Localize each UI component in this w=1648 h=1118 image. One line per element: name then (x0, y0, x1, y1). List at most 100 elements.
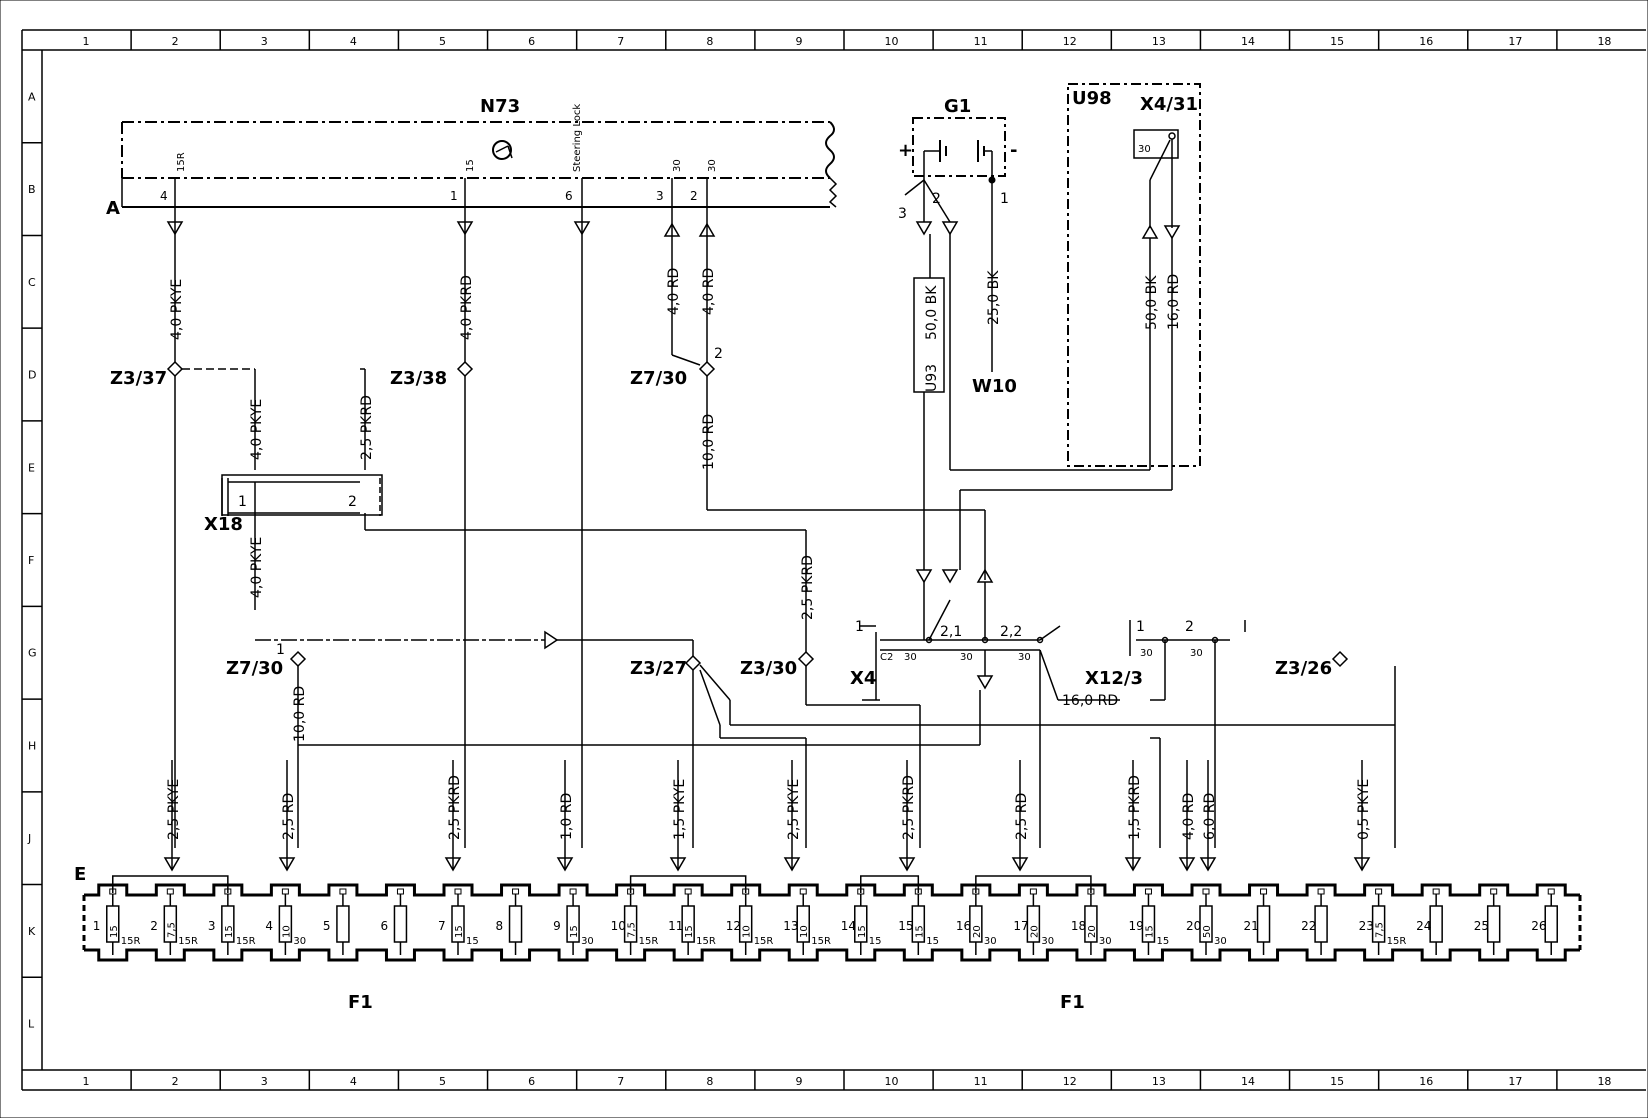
fuse-18-rating: 20 (1087, 925, 1098, 938)
grid-col-bottom-10: 10 (885, 1075, 899, 1088)
wire-z7-30-low: 10,0 RD (292, 686, 308, 742)
wire-z3-30-pkrd: 2,5 PKRD (800, 555, 816, 620)
fuse-17-number: 17 (1013, 919, 1028, 933)
fuse-19-rating: 15 (1144, 925, 1155, 938)
x18-pin-1: 1 (238, 494, 247, 510)
wiring (174, 234, 1396, 848)
fuse-feeder-label-11: 6,0 RD (1202, 793, 1218, 840)
fuse-feeder-wires: 2,5 PKYE 2,5 RD 2,5 PKRD 1,0 RD 1,5 PKYE 2,5 … (163, 760, 1372, 872)
fuse-24: 24 (1416, 888, 1443, 955)
w10-label: W10 (972, 376, 1017, 397)
fuse-feeder-11: 6,0 RD (1199, 760, 1218, 872)
n73-pin-1-signal: 15 (465, 159, 476, 172)
fuse-13-number: 13 (783, 919, 798, 933)
g1-wire-25bk: 25,0 BK (986, 270, 1002, 325)
x4-30a: 30 (904, 652, 917, 663)
grid-col-bottom-3: 3 (261, 1075, 268, 1088)
grid-col-top-1: 1 (83, 35, 90, 48)
grid-col-bottom-8: 8 (706, 1075, 713, 1088)
fuse-feeder-3: 2,5 PKRD (444, 760, 463, 872)
fuse-3-terminal: 15R (236, 936, 256, 947)
fuse-13-terminal: 15R (811, 936, 831, 947)
grid-row-E: E (28, 461, 35, 474)
u98-wire-50bk: 50,0 BK (1144, 275, 1160, 330)
fuse-12-terminal: 15R (754, 936, 774, 947)
wire-x18-loop-pkrd: 2,5 PKRD (359, 395, 375, 460)
fuse-18-terminal: 30 (1099, 936, 1112, 947)
fuse-20-terminal: 30 (1214, 936, 1227, 947)
fuse-feeder-5: 1,5 PKYE (669, 760, 688, 872)
u98-box (1067, 83, 1201, 484)
g1-arrows (915, 221, 959, 236)
grid-col-top-13: 13 (1152, 35, 1166, 48)
fuse-14-number: 14 (841, 919, 856, 933)
grid-row-D: D (28, 369, 36, 382)
fuse-22-number: 22 (1301, 919, 1316, 933)
fuse-25: 25 (1474, 888, 1501, 955)
fuse-19-terminal: 15 (1156, 936, 1169, 947)
x4-pin-22: 2,2 (1000, 624, 1022, 640)
grid-row-F: F (28, 554, 34, 567)
fuse-feeder-label-8: 2,5 RD (1014, 793, 1030, 840)
fuse-feeder-1: 2,5 PKYE (163, 760, 182, 872)
grid-row-B: B (28, 183, 36, 196)
fuse-feeder-9: 1,5 PKRD (1124, 760, 1143, 872)
fuse-feeder-label-4: 1,0 RD (559, 793, 575, 840)
fuse-26-number: 26 (1531, 919, 1546, 933)
fuse-7-terminal: 15 (466, 936, 479, 947)
x4-30b: 30 (960, 652, 973, 663)
wire-x18-down: 4,0 PKYE (249, 537, 265, 598)
n73-pin-1: 1 15 (450, 159, 476, 207)
fuse-4-number: 4 (265, 919, 273, 933)
fuse-11-terminal: 15R (696, 936, 716, 947)
grid-col-bottom-5: 5 (439, 1075, 446, 1088)
u98-wire-16rd: 16,0 RD (1166, 274, 1182, 330)
fuse-23-number: 23 (1359, 919, 1374, 933)
wire-x18-loop-pkye: 4,0 PKYE (249, 399, 265, 460)
grid-col-bottom-12: 12 (1063, 1075, 1077, 1088)
x12-30a: 30 (1140, 648, 1153, 659)
n73-pin-2-signal: 30 (707, 159, 718, 172)
fuse-9-terminal: 30 (581, 936, 594, 947)
fuse-16-terminal: 30 (984, 936, 997, 947)
grid-col-top-7: 7 (617, 35, 624, 48)
fuse-14-rating: 15 (857, 925, 868, 938)
fuse-3-number: 3 (208, 919, 216, 933)
fuse-22: 22 (1301, 888, 1328, 955)
grid-col-top-2: 2 (172, 35, 179, 48)
grid-col-bottom-2: 2 (172, 1075, 179, 1088)
n73-pin-2-num: 2 (690, 189, 698, 203)
g1-pin-3: 3 (898, 206, 907, 222)
x4-pin-21: 2,1 (940, 624, 962, 640)
n73-pin-6-num: 6 (565, 189, 573, 203)
g1-minus: - (1010, 140, 1017, 161)
n73-pin-3: 3 30 (656, 159, 683, 207)
fuse-11-number: 11 (668, 919, 683, 933)
fuse-13-rating: 10 (799, 925, 810, 938)
fuse-15-rating: 15 (914, 925, 925, 938)
fuse-17-terminal: 30 (1041, 936, 1054, 947)
fuse-feeder-label-6: 2,5 PKYE (786, 779, 802, 840)
fuse-23-terminal: 15R (1387, 936, 1407, 947)
n73-pin-6-signal: Steering Lock (572, 104, 583, 172)
z7-30-low-label: Z7/30 (226, 658, 283, 679)
wire-x12-16rd: 16,0 RD (1062, 693, 1118, 709)
fuse-feeder-label-3: 2,5 PKRD (447, 775, 463, 840)
wire-z3-37-top: 4,0 PKYE (169, 279, 185, 340)
fuse-11-rating: 15 (684, 925, 695, 938)
u93-box (913, 234, 945, 393)
g1-wire-50bk: 50,0 BK (924, 285, 940, 340)
fuse-2-number: 2 (150, 919, 158, 933)
z7-30-low-pin: 1 (276, 642, 285, 658)
grid-row-A: A (28, 90, 36, 103)
n73-pin-3-signal: 30 (672, 159, 683, 172)
n73-pin-4: 4 15R (160, 152, 187, 207)
